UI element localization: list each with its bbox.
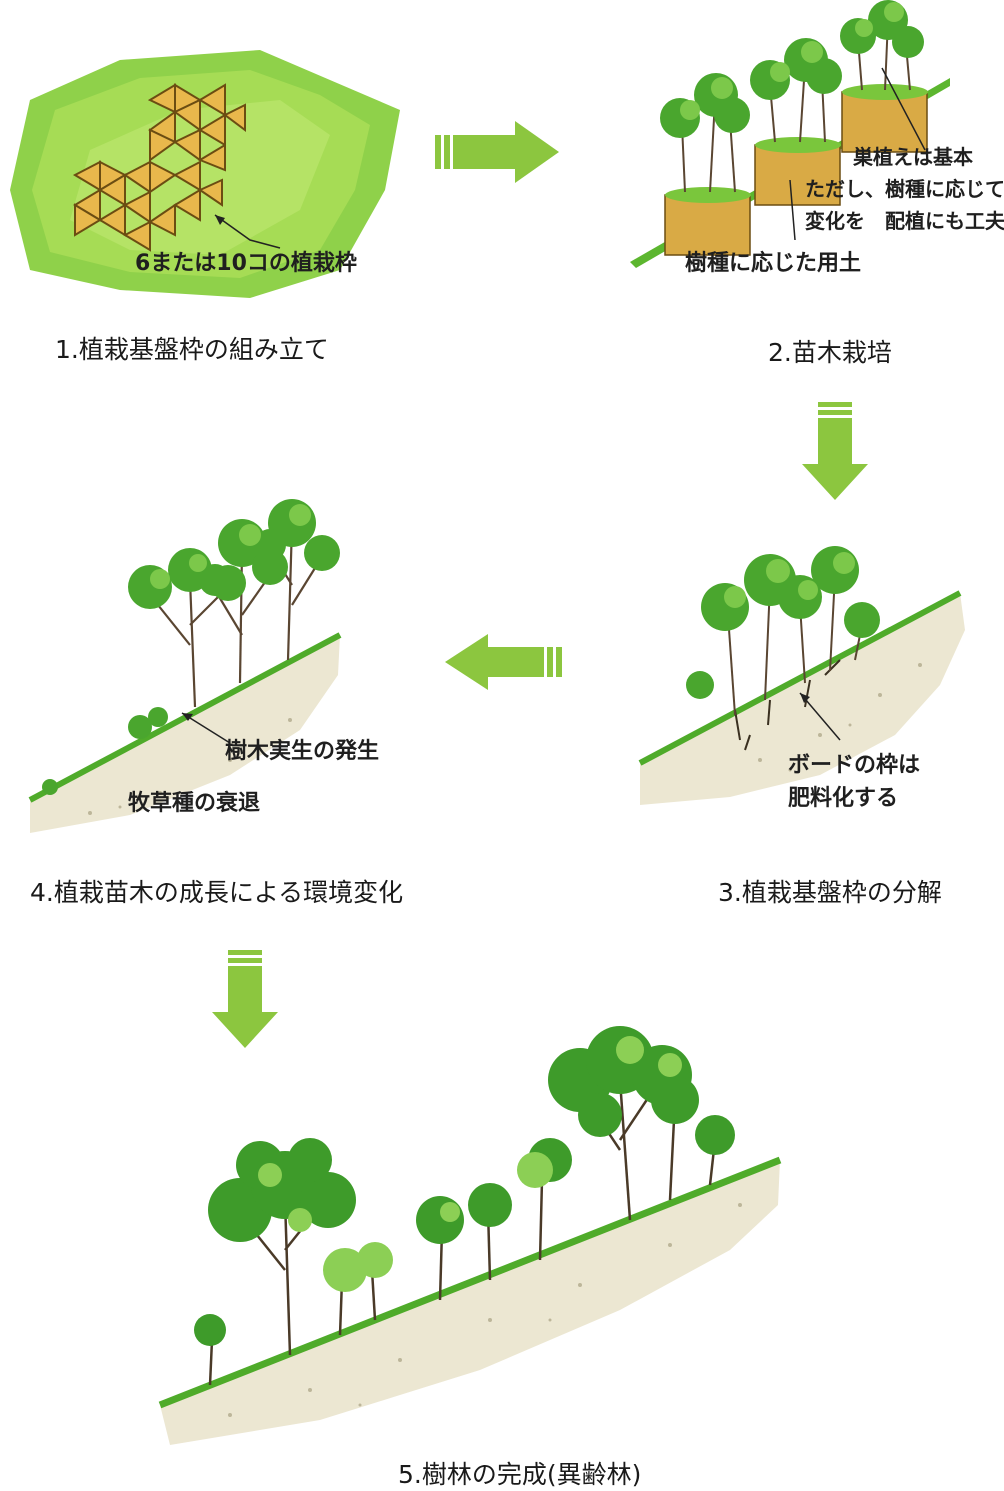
pointer-line <box>799 692 841 741</box>
pointer-line <box>789 179 796 241</box>
pointer-line <box>881 67 926 151</box>
species-adjust-note: ただし、樹種に応じて <box>805 177 1004 201</box>
soil-type-label: 樹種に応じた用土 <box>685 251 862 276</box>
arrow-down-icon <box>802 402 868 500</box>
cluster-planting-note: 巣植えは基本 <box>853 145 973 169</box>
slope-with-grown-trees <box>28 499 342 833</box>
step4-illustration: 樹木実生の発生 牧草種の衰退 <box>28 495 379 840</box>
step2-caption: 2.苗木栽培 <box>768 338 892 367</box>
slope-with-decomposing-frames <box>638 546 965 805</box>
terraced-planters <box>630 0 950 268</box>
arrow-down-icon <box>212 950 278 1048</box>
step3-illustration: ボードの枠は 肥料化する <box>638 535 970 820</box>
frame-count-label: 6または10コの植栽枠 <box>135 251 357 276</box>
fertilizer-note: 肥料化する <box>788 786 899 811</box>
arrow-left-icon <box>445 634 562 690</box>
grass-mat-with-frames <box>10 50 400 298</box>
step1-illustration: 6または10コの植栽枠 <box>0 40 420 310</box>
step2-illustration: 巣植えは基本 ただし、樹種に応じて 変化を 配植にも工夫 樹種に応じた用土 <box>630 0 1004 290</box>
pointer-line <box>214 214 281 249</box>
step4-caption: 4.植栽苗木の成長による環境変化 <box>30 878 404 907</box>
step3-caption: 3.植栽基盤枠の分解 <box>718 878 942 907</box>
seedling-emergence-label: 樹木実生の発生 <box>225 739 380 764</box>
arrow-right-icon <box>435 121 559 183</box>
step5-caption: 5.樹林の完成(異齢林) <box>398 1460 642 1489</box>
arrangement-note: 変化を 配植にも工夫 <box>805 209 1004 233</box>
step5-illustration <box>150 1020 790 1450</box>
step1-caption: 1.植栽基盤枠の組み立て <box>55 335 329 364</box>
pasture-decline-label: 牧草種の衰退 <box>128 791 261 816</box>
board-frame-note: ボードの枠は <box>788 753 921 778</box>
multi-age-forest <box>158 1026 782 1445</box>
